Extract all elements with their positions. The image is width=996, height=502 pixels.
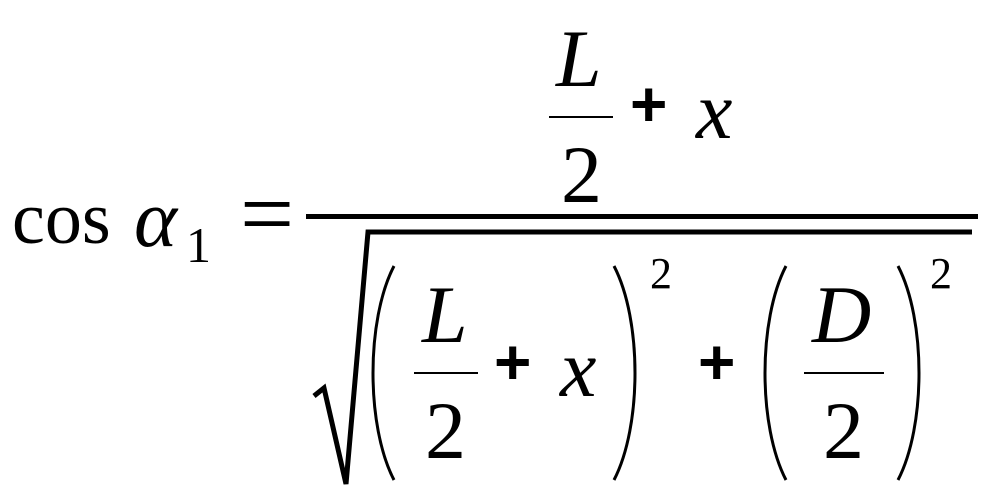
denominator-second-fraction-bottom: 2 xyxy=(823,385,864,476)
denominator-first-fraction-bottom: 2 xyxy=(425,385,466,476)
equals-sign: = xyxy=(240,160,295,267)
denominator-first-plus: + xyxy=(494,326,532,398)
alpha-subscript: 1 xyxy=(186,217,211,273)
denominator-second-exponent: 2 xyxy=(930,249,952,298)
denominator-middle-plus: + xyxy=(698,326,736,398)
denominator-first-fraction-bar xyxy=(414,372,478,374)
denominator-second-fraction-bar xyxy=(804,372,884,374)
denominator-first-fraction-top: L xyxy=(422,269,468,360)
close-paren-2 xyxy=(896,265,921,481)
numerator-fraction-bottom: 2 xyxy=(561,129,602,220)
close-paren-1 xyxy=(612,265,637,481)
numerator-x: x xyxy=(696,65,733,156)
numerator-fraction-top: L xyxy=(556,13,602,104)
numerator-plus: + xyxy=(630,68,668,140)
denominator-first-exponent: 2 xyxy=(650,249,672,298)
alpha-variable: α xyxy=(134,173,178,264)
denominator-second-fraction-top: D xyxy=(812,269,872,360)
denominator-first-x: x xyxy=(560,323,597,414)
open-paren-2 xyxy=(763,265,788,481)
main-fraction-bar xyxy=(306,214,978,219)
cos-function: cos xyxy=(12,178,111,260)
open-paren-1 xyxy=(371,265,396,481)
numerator-fraction-bar xyxy=(549,116,613,118)
